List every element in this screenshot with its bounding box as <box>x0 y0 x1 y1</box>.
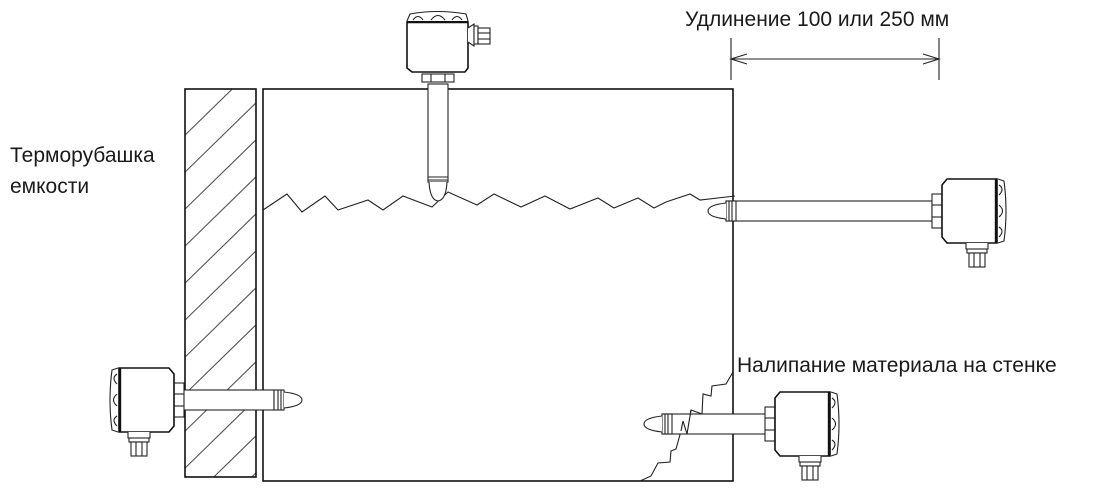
tank-jacket <box>184 88 257 478</box>
material-surface-line <box>262 191 736 213</box>
probe-rod <box>427 83 449 183</box>
jacket-outline <box>184 88 257 478</box>
probe-rod <box>661 413 767 435</box>
hatch-line <box>213 435 256 477</box>
sensor-left-lower <box>108 366 303 458</box>
tank-outline <box>262 88 734 482</box>
sensor-right-upper <box>707 177 1008 269</box>
cable-gland <box>477 27 491 45</box>
sensor-top <box>406 10 491 202</box>
extension-label: Удлинение 100 или 250 мм <box>685 8 949 31</box>
jacket-hatching <box>185 89 256 477</box>
probe-tip <box>428 181 448 202</box>
hatch-line <box>185 250 256 321</box>
hatch-line <box>185 287 256 358</box>
jacket-label-line1: Терморубашка <box>10 144 155 167</box>
hatch-line <box>185 176 256 247</box>
jacket-label-line2: емкости <box>10 175 89 198</box>
hatch-line <box>185 102 256 173</box>
housing-cap <box>406 10 469 22</box>
hatch-line <box>185 139 256 210</box>
probe-rod <box>173 389 275 411</box>
sensor-right-lower <box>643 390 841 482</box>
sensor-housing <box>406 21 469 73</box>
hatch-line <box>185 213 256 284</box>
hatch-line <box>185 324 256 395</box>
buildup-label: Налипание материала на стенке <box>737 354 1057 377</box>
hatch-line <box>185 89 234 136</box>
probe-extension <box>725 200 933 222</box>
extension-dimension <box>729 38 941 80</box>
